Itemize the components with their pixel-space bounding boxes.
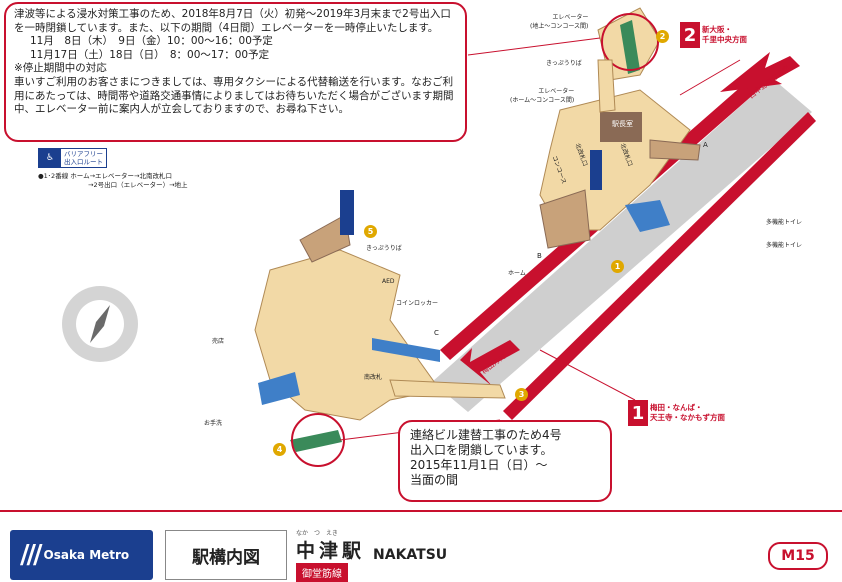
direction-down-line1: 梅田・なんば・ bbox=[650, 403, 703, 412]
station-name-jp: 中津駅 bbox=[296, 540, 366, 562]
stair-label-c: C bbox=[434, 329, 439, 337]
station-name-en: NAKATSU bbox=[373, 547, 448, 563]
north-corridor bbox=[597, 59, 616, 113]
legend-label-1: バリアフリー bbox=[64, 150, 103, 158]
arrow-up bbox=[720, 52, 800, 92]
compass-needle bbox=[90, 305, 110, 343]
stair-label-b: B bbox=[537, 252, 542, 260]
arrow-down bbox=[460, 340, 520, 386]
stair-label-a: A bbox=[703, 141, 708, 149]
south-blue-area bbox=[258, 372, 300, 405]
exit5-stair bbox=[299, 214, 351, 263]
exit3-corridor bbox=[389, 379, 506, 399]
station-furigana: なか つ えき bbox=[296, 530, 338, 537]
exit2-highlight bbox=[601, 13, 659, 71]
direction-up-line1: 新大阪・ bbox=[702, 25, 732, 34]
wheelchair-icon: ♿ bbox=[39, 149, 61, 167]
notice-schedule-2: 11月17日（土）18日（日） 8：00～17：00予定 bbox=[30, 48, 270, 61]
aed-label: AED bbox=[382, 278, 395, 285]
platform-area bbox=[432, 78, 812, 412]
exit-5-badge: 5 bbox=[364, 225, 377, 238]
shop-label: 売店 bbox=[212, 338, 225, 345]
station-map bbox=[62, 7, 816, 467]
station-code: M15 bbox=[768, 542, 828, 570]
elevator-label-home: エレベーター(ホーム～コンコース間) bbox=[510, 88, 575, 104]
direction-up: 2 新大阪・千里中央方面 bbox=[680, 22, 747, 48]
closure-notice: 津波等による浸水対策工事のため、2018年8月7日（火）初発～2019年3月末ま… bbox=[4, 2, 467, 142]
barrier-free-route: ●1･2番線 ホーム→エレベーター→北南改札口 →2号出口（エレベーター）→地上 bbox=[38, 172, 188, 190]
exit4-closure-notice: 連絡ビル建替工事のため4号 出入口を閉鎖しています。 2015年11月1日（日）… bbox=[398, 420, 612, 502]
notice-text: 津波等による浸水対策工事のため、2018年8月7日（火）初発～2019年3月末ま… bbox=[14, 8, 451, 34]
route-line-2: →2号出口（エレベーター）→地上 bbox=[88, 181, 188, 189]
line-name: 御堂筋線 bbox=[296, 563, 348, 582]
direction-down-number: 1 bbox=[628, 400, 648, 426]
route-line-1: ●1･2番線 ホーム→エレベーター→北南改札口 bbox=[38, 172, 172, 180]
platform-label: ホーム bbox=[508, 270, 526, 277]
ticket-label-north: きっぷうりば bbox=[546, 60, 582, 67]
toilet-label-2: 多機能トイレ bbox=[766, 242, 803, 249]
toilet-label-1: 多機能トイレ bbox=[766, 219, 803, 226]
notice2-line1: 連絡ビル建替工事のため4号 bbox=[410, 428, 562, 442]
direction-up-number: 2 bbox=[680, 22, 700, 48]
exit-2-badge: 2 bbox=[656, 30, 669, 43]
footer: /// Osaka Metro 駅構内図 なか つ えき 中津駅 NAKATSU… bbox=[0, 510, 842, 582]
osaka-metro-logo: /// Osaka Metro bbox=[10, 530, 153, 580]
office-block bbox=[600, 112, 642, 142]
exit4-escalator bbox=[290, 430, 342, 452]
notice-heading: ※停止期間中の対応 bbox=[14, 62, 107, 75]
notice-schedule-1: 11月 8日（木） 9日（金）10：00～16：00予定 bbox=[30, 35, 273, 48]
metro-logo-icon: /// bbox=[20, 540, 42, 570]
track-lower bbox=[503, 112, 816, 420]
stair-B bbox=[539, 189, 591, 249]
barrier-free-legend: ♿ バリアフリー出入口ルート bbox=[38, 148, 107, 168]
exit2-escalator bbox=[620, 20, 640, 74]
direction-down-line2: 天王寺・なかもず方面 bbox=[650, 413, 725, 422]
map-title: 駅構内図 bbox=[165, 530, 287, 580]
stair-C bbox=[372, 338, 440, 362]
direction-up-line2: 千里中央方面 bbox=[702, 35, 747, 44]
notice2-line4: 当面の間 bbox=[410, 473, 459, 487]
legend-label-2: 出入口ルート bbox=[64, 158, 103, 166]
direction-down: 1 梅田・なんば・天王寺・なかもず方面 bbox=[628, 400, 725, 426]
ticket-label-south: きっぷうりば bbox=[366, 245, 402, 252]
south-gate-label: 南改札 bbox=[364, 374, 383, 381]
exit5-elevator bbox=[340, 190, 354, 235]
brand-name: Osaka Metro bbox=[43, 548, 130, 562]
exit-3-badge: 3 bbox=[515, 388, 528, 401]
stair-A bbox=[649, 139, 701, 161]
notice2-line3: 2015年11月1日（日）～ bbox=[410, 458, 548, 472]
exit-1-badge: 1 bbox=[611, 260, 624, 273]
locker-label: コインロッカー bbox=[396, 300, 439, 307]
elevator-label-top: エレベーター(地上～コンコース間) bbox=[530, 14, 589, 30]
south-concourse bbox=[254, 249, 441, 421]
office-label: 駅長室 bbox=[612, 120, 633, 128]
north-blue-area bbox=[625, 200, 670, 232]
notice2-line2: 出入口を閉鎖しています。 bbox=[410, 443, 553, 457]
restroom-label: お手洗 bbox=[204, 420, 223, 427]
elevator-column bbox=[590, 150, 602, 190]
station-name: 中津駅 NAKATSU bbox=[296, 536, 447, 563]
exit-4-badge: 4 bbox=[273, 443, 286, 456]
notice-detail: 車いすご利用のお客さまにつきましては、専用タクシーによる代替輸送を行います。なお… bbox=[14, 75, 454, 116]
